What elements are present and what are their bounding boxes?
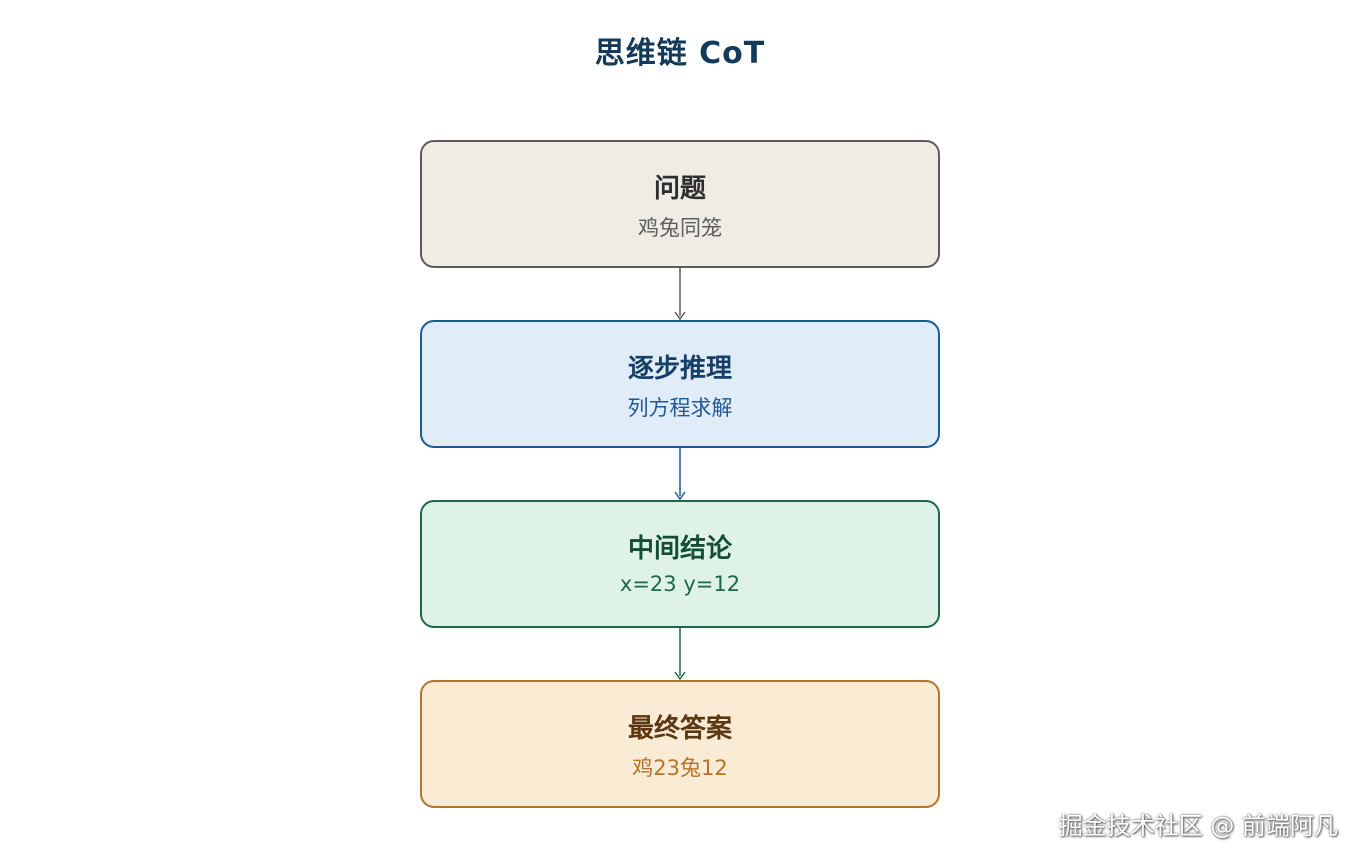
node-answer: 最终答案 鸡23兔12 — [420, 680, 940, 808]
arrow-head-icon — [674, 311, 686, 321]
node-subtitle: x=23 y=12 — [619, 572, 741, 596]
arrow-head-icon — [674, 671, 686, 681]
watermark: 掘金技术社区 @ 前端阿凡 — [1058, 812, 1338, 840]
node-title: 最终答案 — [627, 714, 732, 744]
node-title: 中间结论 — [627, 534, 732, 564]
node-intermediate: 中间结论 x=23 y=12 — [420, 500, 940, 628]
node-title: 问题 — [653, 174, 706, 204]
edge-problem-reasoning — [674, 268, 686, 321]
node-problem: 问题 鸡兔同笼 — [420, 140, 940, 268]
edge-intermediate-answer — [674, 628, 686, 681]
node-subtitle: 鸡兔同笼 — [638, 216, 722, 240]
node-title: 逐步推理 — [627, 354, 732, 384]
diagram-title: 思维链 CoT — [594, 36, 766, 71]
node-subtitle: 列方程求解 — [627, 396, 733, 420]
arrow-head-icon — [674, 491, 686, 501]
edge-reasoning-intermediate — [674, 448, 686, 501]
node-subtitle: 鸡23兔12 — [632, 756, 728, 780]
node-reasoning: 逐步推理 列方程求解 — [420, 320, 940, 448]
